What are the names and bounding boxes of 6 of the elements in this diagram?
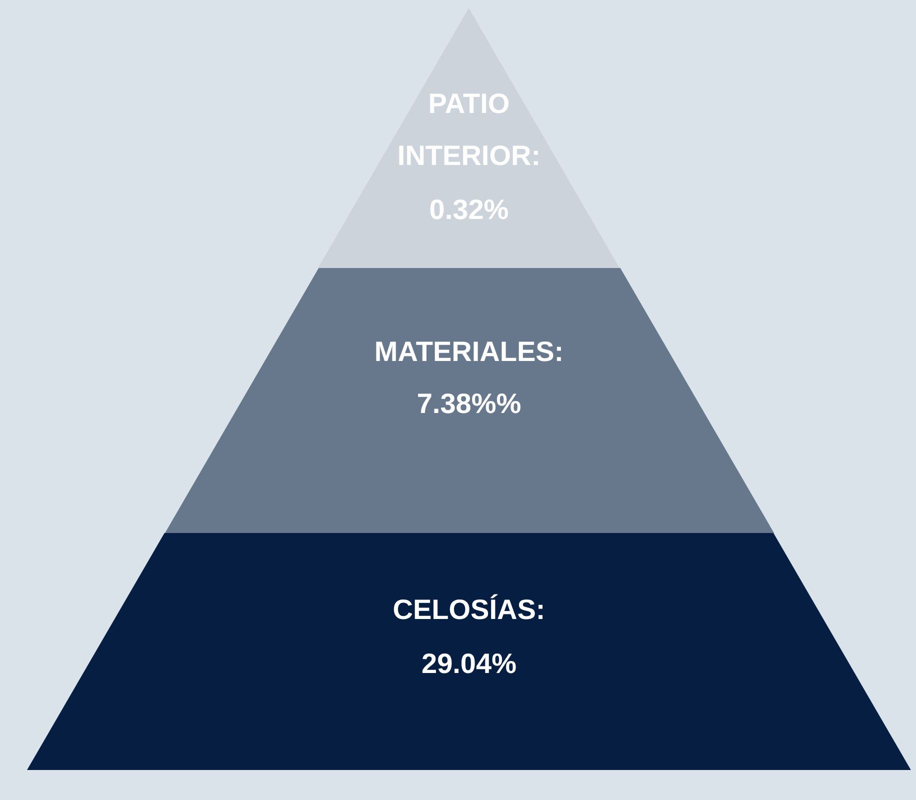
tier-label: MATERIALES: xyxy=(373,335,565,369)
tier-label: CELOSÍAS: xyxy=(392,593,546,627)
tier-value: 29.04% xyxy=(420,647,518,681)
pyramid-tier xyxy=(164,268,774,533)
tier-value: 7.38%% xyxy=(416,387,522,421)
pyramid-tier xyxy=(27,533,911,770)
